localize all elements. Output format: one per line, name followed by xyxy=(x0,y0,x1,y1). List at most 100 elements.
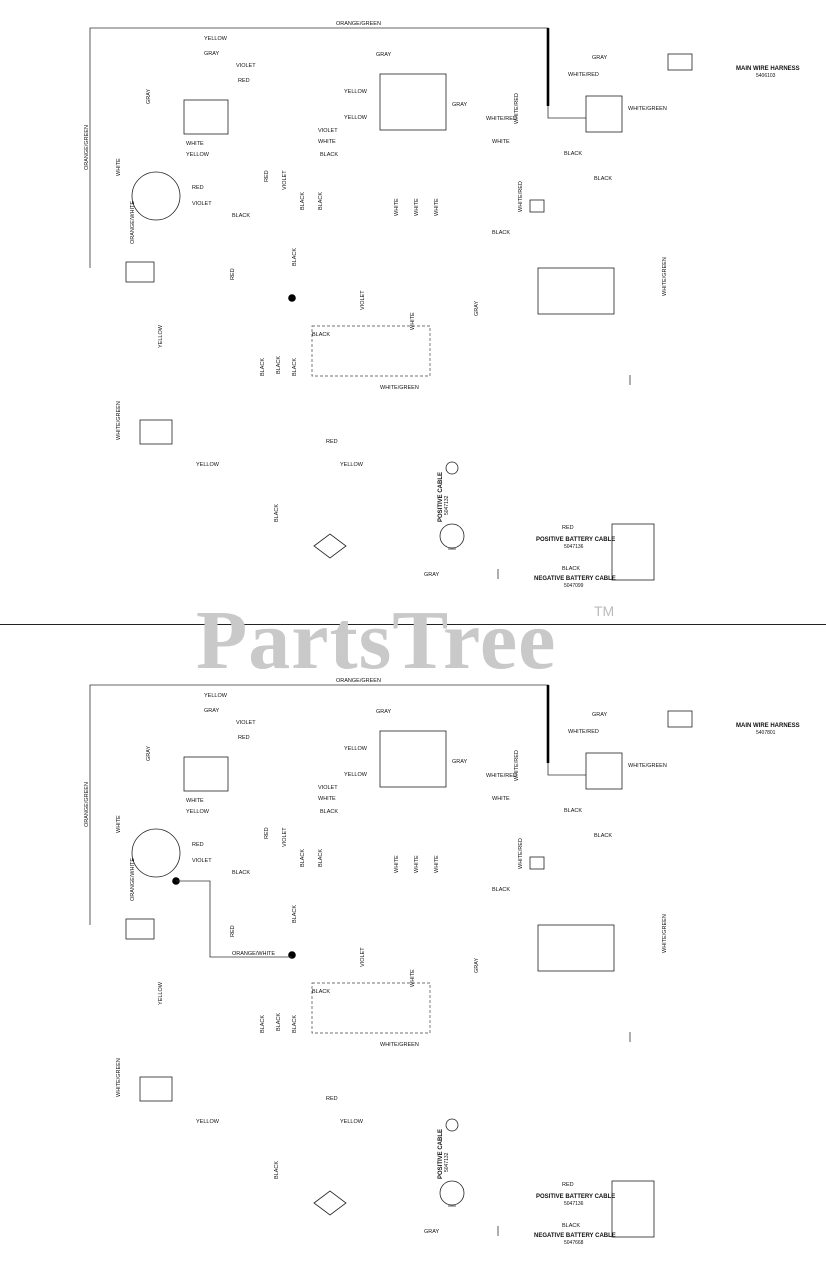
svg-text:ORANGE/GREEN: ORANGE/GREEN xyxy=(336,678,381,684)
svg-text:WHITE/GREEN: WHITE/GREEN xyxy=(116,1058,122,1097)
harness-connector xyxy=(183,756,229,792)
svg-text:ORANGE/GREEN: ORANGE/GREEN xyxy=(84,125,90,170)
svg-text:GRAY: GRAY xyxy=(474,300,480,316)
battery: BATTERY + – xyxy=(611,1180,655,1238)
svg-text:WHITE/GREEN: WHITE/GREEN xyxy=(380,1042,419,1048)
parking-brake-switch: PARKING BRAKE SWITCH 5101526 xyxy=(125,918,155,940)
svg-text:GRAY: GRAY xyxy=(204,51,220,57)
pto-switch-body: PTO SWITCH 5022180 xyxy=(379,73,447,131)
svg-text:BLACK: BLACK xyxy=(260,1015,266,1033)
svg-text:BLACK: BLACK xyxy=(276,1013,282,1031)
junction-dot xyxy=(288,951,296,959)
svg-text:BLACK: BLACK xyxy=(260,358,266,376)
engine-harness: ENGINE HARNESS FUEL SOLENOID ALTERNATOR … xyxy=(311,982,431,1034)
svg-text:ORANGE/GREEN: ORANGE/GREEN xyxy=(336,21,381,27)
wire-label: ORANGE/WHITE xyxy=(232,951,275,957)
solenoid-body: SOLENOID 1724815 xyxy=(445,461,459,475)
svg-text:WHITE/RED: WHITE/RED xyxy=(518,181,524,212)
svg-text:WHITE/GREEN: WHITE/GREEN xyxy=(116,401,122,440)
wire-orange-green xyxy=(89,27,586,268)
thin-wires xyxy=(89,27,586,268)
positive-cable-label: POSITIVE CABLE xyxy=(438,1129,444,1179)
svg-text:GRAY: GRAY xyxy=(592,55,608,61)
svg-text:WHITE/GREEN: WHITE/GREEN xyxy=(628,106,667,112)
svg-text:WHITE: WHITE xyxy=(410,312,416,330)
battery-body: BATTERY + – xyxy=(611,1180,655,1238)
svg-text:WHITE: WHITE xyxy=(394,198,400,216)
svg-text:YELLOW: YELLOW xyxy=(158,324,164,348)
svg-text:RED: RED xyxy=(562,525,574,531)
svg-text:GRAY: GRAY xyxy=(592,712,608,718)
svg-text:WHITE: WHITE xyxy=(116,158,122,176)
engine-harness-box: ENGINE HARNESS FUEL SOLENOID ALTERNATOR … xyxy=(311,982,431,1034)
svg-text:GRAY: GRAY xyxy=(204,708,220,714)
harness-pn: 5406103 xyxy=(756,73,776,79)
svg-text:WHITE: WHITE xyxy=(186,141,204,147)
neutral-switch: NEUTRAL SWITCH 5022095 xyxy=(139,419,173,445)
positive-cable-pn: 5047132 xyxy=(444,495,450,515)
svg-text:WHITE: WHITE xyxy=(116,815,122,833)
hourmeter-body: OPTIONAL HOURMETER 5022244 xyxy=(667,710,693,728)
neutral-switch-body: NEUTRAL SWITCH 5022095 xyxy=(139,419,173,445)
svg-text:YELLOW: YELLOW xyxy=(196,1119,220,1125)
svg-text:WHITE: WHITE xyxy=(434,855,440,873)
svg-text:BLACK: BLACK xyxy=(564,151,582,157)
svg-text:BLACK: BLACK xyxy=(312,332,330,338)
optional-hourmeter: OPTIONAL HOURMETER 5022244 xyxy=(667,53,693,71)
starter-solenoid: STARTER SOLENOID xyxy=(439,1180,465,1206)
svg-text:BLACK: BLACK xyxy=(276,356,282,374)
svg-text:GRAY: GRAY xyxy=(424,1229,440,1235)
pto-switch-body: PTO SWITCH 5022180 xyxy=(379,730,447,788)
engine-harness-box: ENGINE HARNESS FUEL SOLENOID ALTERNATOR … xyxy=(311,325,431,377)
pos-cable-pn: 5047136 xyxy=(564,544,584,550)
svg-text:RED: RED xyxy=(326,1096,338,1102)
svg-text:WHITE: WHITE xyxy=(394,855,400,873)
svg-text:WHITE: WHITE xyxy=(414,198,420,216)
svg-text:BLACK: BLACK xyxy=(300,849,306,867)
starter-solenoid-body: STARTER SOLENOID xyxy=(439,523,465,549)
svg-text:RED: RED xyxy=(230,268,236,280)
ignition-table: IGNITION SWITCH POSITION CIRCUIT MAKE 1.… xyxy=(537,267,615,315)
pos-cable-label: POSITIVE BATTERY CABLE xyxy=(536,1194,615,1200)
svg-text:RED: RED xyxy=(562,1182,574,1188)
svg-text:VIOLET: VIOLET xyxy=(192,201,212,207)
svg-text:WHITE/GREEN: WHITE/GREEN xyxy=(662,914,668,953)
starter-solenoid-body: STARTER SOLENOID xyxy=(439,1180,465,1206)
wire-orange-white xyxy=(176,880,292,958)
svg-text:BLACK: BLACK xyxy=(320,152,338,158)
neg-cable-pn: 5047668 xyxy=(564,1240,584,1246)
svg-text:VIOLET: VIOLET xyxy=(318,128,338,134)
ignition-switch: IGNITION SWITCH 5020927 B M S A L S xyxy=(131,171,181,221)
svg-text:RED: RED xyxy=(192,185,204,191)
svg-text:WHITE: WHITE xyxy=(410,969,416,987)
pos-cable-label: POSITIVE BATTERY CABLE xyxy=(536,537,615,543)
svg-text:WHITE: WHITE xyxy=(492,139,510,145)
svg-text:RED: RED xyxy=(238,735,250,741)
neg-cable-pn: 5047099 xyxy=(564,583,584,589)
svg-text:RED: RED xyxy=(326,439,338,445)
svg-text:YELLOW: YELLOW xyxy=(340,462,364,468)
operator-switch-body: OPERATOR PRESENCE SWITCH 5101216 xyxy=(529,199,545,213)
svg-text:YELLOW: YELLOW xyxy=(204,36,228,42)
solenoid: SOLENOID 1724815 xyxy=(445,461,459,475)
svg-text:RED: RED xyxy=(264,170,270,182)
svg-text:WHITE/RED: WHITE/RED xyxy=(514,750,520,781)
svg-text:WHITE/GREEN: WHITE/GREEN xyxy=(380,385,419,391)
relay: RELAY 5021766 xyxy=(585,95,623,133)
wiring-diagram-bottom: IGNITION SWITCH 5020927 B M S A L S PARK… xyxy=(84,678,800,1246)
svg-text:YELLOW: YELLOW xyxy=(196,462,220,468)
pto-switch: PTO SWITCH 5022180 xyxy=(379,73,447,131)
svg-text:BLACK: BLACK xyxy=(292,248,298,266)
neutral-switch-body: NEUTRAL SWITCH 5022095 xyxy=(139,1076,173,1102)
svg-text:VIOLET: VIOLET xyxy=(192,858,212,864)
svg-text:BLACK: BLACK xyxy=(274,504,280,522)
svg-text:WHITE: WHITE xyxy=(492,796,510,802)
svg-text:ORANGE/WHITE: ORANGE/WHITE xyxy=(130,858,136,901)
svg-text:WHITE/GREEN: WHITE/GREEN xyxy=(628,763,667,769)
optional-hourmeter: OPTIONAL HOURMETER 5022244 xyxy=(667,710,693,728)
wire-labels: ORANGE/GREEN YELLOW GRAY GRAY GRAY VIOLE… xyxy=(84,678,668,1235)
svg-text:YELLOW: YELLOW xyxy=(344,746,368,752)
junction-dots xyxy=(288,294,296,302)
pto-clutch: PTO CLUTCH 5100084 xyxy=(313,533,347,559)
svg-text:WHITE: WHITE xyxy=(318,796,336,802)
